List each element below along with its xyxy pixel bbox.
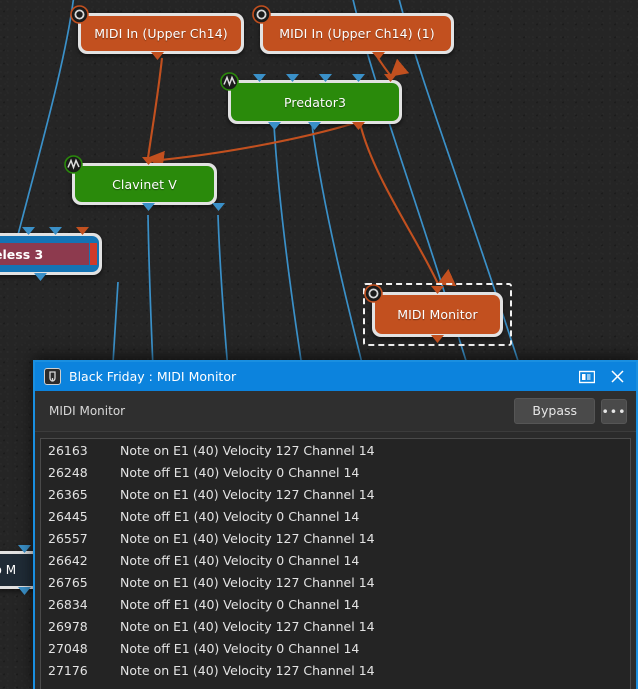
log-timestamp: 26834 (48, 596, 88, 612)
waveform-icon (220, 72, 239, 91)
plugin-icon (44, 368, 61, 385)
log-message: Note off E1 (40) Velocity 0 Channel 14 (120, 464, 360, 480)
port-midi-out[interactable] (352, 122, 365, 130)
log-timestamp: 26445 (48, 508, 88, 524)
level-indicator (90, 243, 97, 265)
log-row[interactable]: 26642 Note off E1 (40) Velocity 0 Channel… (41, 549, 630, 571)
log-timestamp: 26248 (48, 464, 88, 480)
port-midi-in[interactable] (384, 74, 397, 82)
knob-icon (364, 284, 383, 303)
log-timestamp: 26365 (48, 486, 88, 502)
port-midi-out[interactable] (431, 335, 444, 343)
window-titlebar[interactable]: Black Friday : MIDI Monitor (35, 362, 636, 391)
port-audio-in[interactable] (253, 74, 266, 82)
node-label: meless 3 (0, 243, 89, 265)
port-audio-out[interactable] (34, 273, 47, 281)
log-row[interactable]: 26365 Note on E1 (40) Velocity 127 Channe… (41, 483, 630, 505)
port-audio-out[interactable] (142, 203, 155, 211)
log-message: Note on E1 (40) Velocity 127 Channel 14 (120, 486, 375, 502)
node-midi-in-upper-1[interactable]: MIDI In (Upper Ch14) (1) (252, 5, 454, 60)
port-audio-in[interactable] (22, 227, 35, 235)
plugin-window[interactable]: Black Friday : MIDI Monitor MIDI Monitor… (33, 360, 638, 689)
window-title: Black Friday : MIDI Monitor (69, 369, 237, 384)
log-message: Note on E1 (40) Velocity 127 Channel 14 (120, 618, 375, 634)
plugin-name-label: MIDI Monitor (49, 404, 126, 418)
log-message: Note off E1 (40) Velocity 0 Channel 14 (120, 552, 360, 568)
node-label: MIDI Monitor (375, 295, 500, 334)
node-label: udio M (0, 554, 39, 586)
log-message: Note on E1 (40) Velocity 127 Channel 14 (120, 662, 375, 678)
log-timestamp: 26765 (48, 574, 88, 590)
port-midi-in[interactable] (76, 227, 89, 235)
node-label: MIDI In (Upper Ch14) (81, 16, 241, 51)
more-options-button[interactable]: ••• (601, 398, 627, 424)
log-timestamp: 27176 (48, 662, 88, 678)
node-label: Clavinet V (75, 166, 214, 202)
log-message: Note on E1 (40) Velocity 127 Channel 14 (120, 442, 375, 458)
log-timestamp: 27048 (48, 640, 88, 656)
port-audio-in[interactable] (319, 74, 332, 82)
log-row[interactable]: 26248 Note off E1 (40) Velocity 0 Channel… (41, 461, 630, 483)
node-clavinet-v[interactable]: Clavinet V (64, 155, 225, 211)
close-icon[interactable] (606, 366, 628, 388)
waveform-icon (64, 155, 83, 174)
log-message: Note off E1 (40) Velocity 0 Channel 14 (120, 508, 360, 524)
port-midi-out[interactable] (372, 52, 385, 60)
port-midi-in[interactable] (142, 157, 155, 165)
port-midi-in[interactable] (431, 286, 444, 294)
log-row[interactable]: 26445 Note off E1 (40) Velocity 0 Channel… (41, 505, 630, 527)
port-audio-in[interactable] (286, 74, 299, 82)
log-row[interactable]: 26978 Note on E1 (40) Velocity 127 Channe… (41, 615, 630, 637)
log-row[interactable]: 27176 Note on E1 (40) Velocity 127 Channe… (41, 659, 630, 681)
node-midi-in-upper[interactable]: MIDI In (Upper Ch14) (70, 5, 244, 60)
log-timestamp: 26642 (48, 552, 88, 568)
log-row[interactable]: 27048 Note off E1 (40) Velocity 0 Channel… (41, 637, 630, 659)
plugin-toolbar: MIDI Monitor Bypass ••• (35, 391, 636, 432)
port-audio-out[interactable] (212, 203, 225, 211)
log-message: Note on E1 (40) Velocity 127 Channel 14 (120, 574, 375, 590)
port-audio-out[interactable] (18, 587, 31, 595)
node-nameless-3-partial[interactable]: meless 3 (0, 227, 102, 281)
port-audio-in[interactable] (18, 545, 31, 553)
node-label: MIDI In (Upper Ch14) (1) (263, 16, 451, 51)
log-message: Note on E1 (40) Velocity 127 Channel 14 (120, 530, 375, 546)
port-audio-out[interactable] (308, 122, 321, 130)
port-audio-in[interactable] (49, 227, 62, 235)
port-audio-out[interactable] (268, 122, 281, 130)
node-midi-monitor[interactable]: MIDI Monitor (363, 283, 512, 346)
log-timestamp: 26163 (48, 442, 88, 458)
log-timestamp: 26978 (48, 618, 88, 634)
log-row[interactable]: 26557 Note on E1 (40) Velocity 127 Channe… (41, 527, 630, 549)
log-message: Note off E1 (40) Velocity 0 Channel 14 (120, 640, 360, 656)
log-timestamp: 26557 (48, 530, 88, 546)
node-label: Predator3 (231, 83, 399, 121)
port-midi-out[interactable] (151, 52, 164, 60)
log-row[interactable]: 26834 Note off E1 (40) Velocity 0 Channel… (41, 593, 630, 615)
bypass-button[interactable]: Bypass (514, 397, 595, 425)
log-row[interactable]: 26163 Note on E1 (40) Velocity 127 Channe… (41, 439, 630, 461)
node-predator3[interactable]: Predator3 (220, 72, 402, 130)
knob-icon (70, 5, 89, 24)
panel-toggle-icon[interactable] (576, 366, 598, 388)
log-message: Note off E1 (40) Velocity 0 Channel 14 (120, 596, 360, 612)
knob-icon (252, 5, 271, 24)
port-audio-in[interactable] (352, 74, 365, 82)
log-row[interactable]: 26765 Note on E1 (40) Velocity 127 Channe… (41, 571, 630, 593)
